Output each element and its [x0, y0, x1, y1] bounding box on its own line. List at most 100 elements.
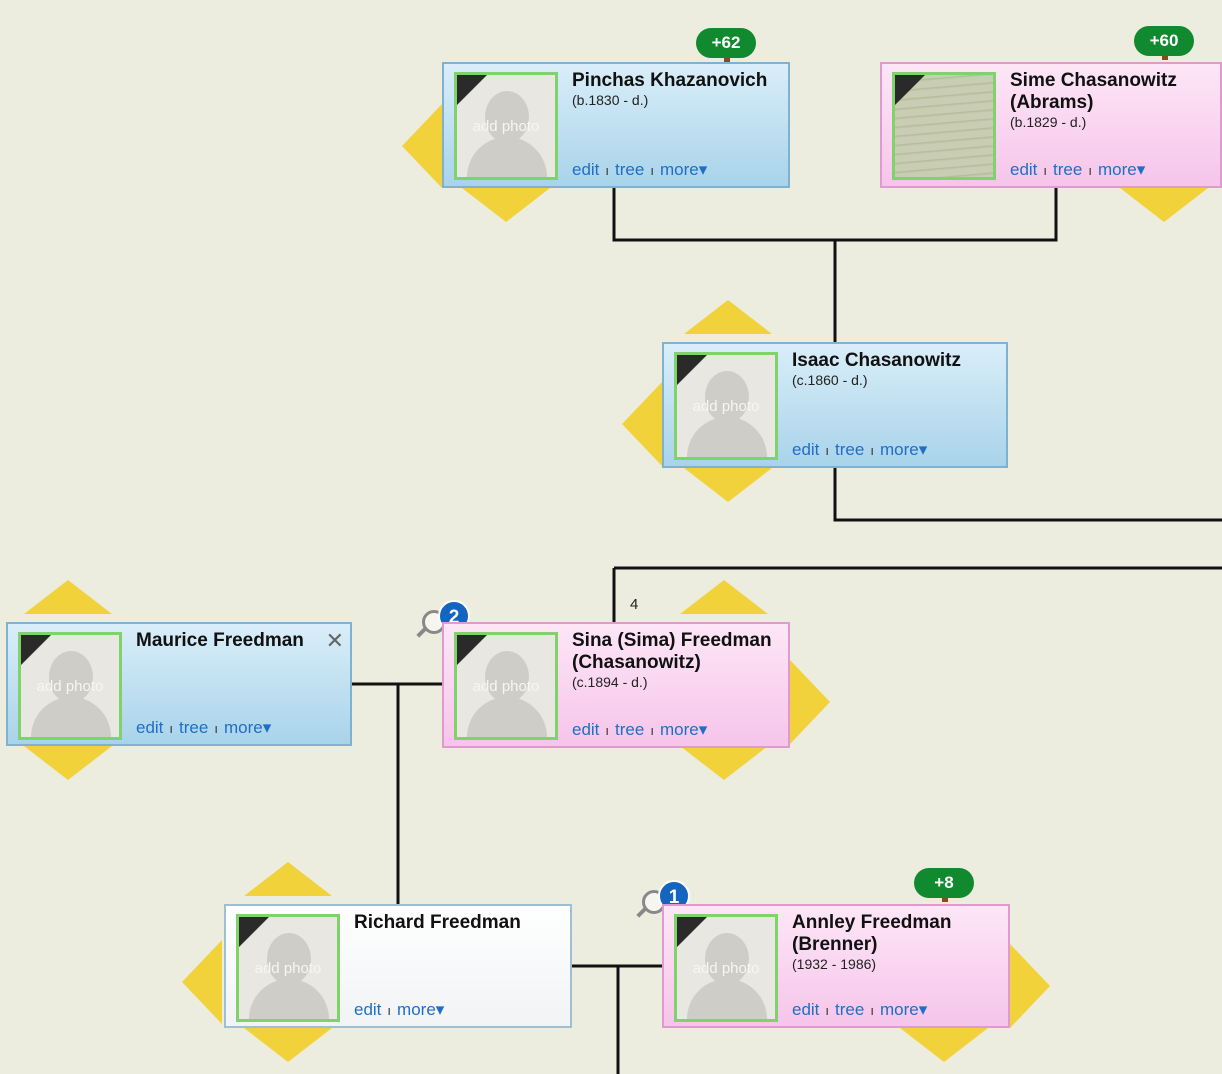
edit-link[interactable]: edit: [792, 1000, 820, 1019]
add-photo-placeholder[interactable]: add photo: [674, 914, 778, 1022]
link-separator: ı: [214, 721, 218, 736]
expand-right-arrow-icon[interactable]: [1010, 944, 1050, 1028]
add-photo-placeholder[interactable]: add photo: [18, 632, 122, 740]
chevron-down-icon: ▾: [262, 718, 272, 737]
expand-down-arrow-icon[interactable]: [462, 188, 550, 222]
chevron-down-icon: ▾: [435, 1000, 445, 1019]
more-label: more: [1097, 160, 1137, 179]
tree-bubble-icon[interactable]: +8: [914, 868, 974, 898]
person-card-sina[interactable]: add photo Sina (Sima) Freedman (Chasanow…: [442, 622, 790, 748]
silhouette-icon: [267, 933, 311, 985]
link-separator: ı: [169, 721, 174, 736]
expand-down-arrow-icon[interactable]: [244, 1028, 332, 1062]
expand-down-arrow-icon[interactable]: [1120, 188, 1208, 222]
expand-right-arrow-icon[interactable]: [790, 660, 830, 744]
add-photo-label: add photo: [472, 118, 540, 135]
edit-link[interactable]: edit: [1010, 160, 1038, 179]
person-card-pinchas[interactable]: add photo Pinchas Khazanovich(b.1830 - d…: [442, 62, 790, 188]
edit-link[interactable]: edit: [354, 1000, 382, 1019]
person-name-text: Isaac Chasanowitz: [792, 350, 961, 371]
silhouette-body: [687, 417, 767, 457]
tree-bubble-icon[interactable]: +60: [1134, 26, 1194, 56]
more-link[interactable]: more▾: [880, 440, 927, 459]
person-card-sime[interactable]: Sime Chasanowitz (Abrams)(b.1829 - d.) e…: [880, 62, 1222, 188]
link-separator: ı: [605, 163, 610, 178]
more-link[interactable]: more▾: [224, 718, 271, 737]
edit-link[interactable]: edit: [572, 720, 600, 739]
tree-link[interactable]: tree: [615, 160, 645, 179]
tree-link[interactable]: tree: [835, 440, 865, 459]
expand-up-arrow-icon[interactable]: [24, 580, 112, 614]
tree-bubble-icon[interactable]: +62: [696, 28, 756, 58]
more-link[interactable]: more▾: [1098, 160, 1145, 179]
magnifier-handle: [416, 626, 428, 638]
person-name-text: Sime Chasanowitz (Abrams): [1010, 70, 1177, 113]
add-photo-placeholder[interactable]: add photo: [674, 352, 778, 460]
expand-up-arrow-icon[interactable]: [684, 300, 772, 334]
add-photo-placeholder[interactable]: add photo: [454, 632, 558, 740]
expand-down-arrow-icon[interactable]: [900, 1028, 988, 1062]
deceased-ribbon-icon: [21, 635, 51, 665]
tree-link[interactable]: tree: [179, 718, 209, 737]
edit-link[interactable]: edit: [136, 718, 164, 737]
expand-down-arrow-icon[interactable]: [24, 746, 112, 780]
link-separator: ı: [870, 1003, 874, 1018]
person-card-annley[interactable]: add photo Annley Freedman (Brenner)(1932…: [662, 904, 1010, 1028]
more-link[interactable]: more▾: [660, 160, 707, 179]
person-name: Isaac Chasanowitz(c.1860 - d.): [792, 350, 998, 388]
expand-left-arrow-icon[interactable]: [622, 382, 662, 466]
chevron-down-icon: ▾: [698, 720, 708, 739]
silhouette-icon: [705, 933, 749, 985]
more-link[interactable]: more▾: [660, 720, 707, 739]
person-dates: (b.1830 - d.): [572, 92, 649, 108]
expand-up-arrow-icon[interactable]: [244, 862, 332, 896]
add-photo-label: add photo: [472, 678, 540, 695]
person-name: Annley Freedman (Brenner)(1932 - 1986): [792, 912, 1000, 972]
close-icon[interactable]: ✕: [325, 628, 344, 653]
add-photo-label: add photo: [36, 678, 104, 695]
expand-up-arrow-icon[interactable]: [680, 580, 768, 614]
tree-link[interactable]: tree: [1053, 160, 1083, 179]
expand-left-arrow-icon[interactable]: [402, 104, 442, 188]
silhouette-body: [467, 137, 547, 177]
silhouette-body: [467, 697, 547, 737]
more-label: more: [879, 440, 919, 459]
add-photo-placeholder[interactable]: add photo: [454, 72, 558, 180]
link-separator: ı: [825, 1003, 830, 1018]
deceased-ribbon-icon: [895, 75, 925, 105]
link-separator: ı: [870, 443, 874, 458]
more-link[interactable]: more▾: [397, 1000, 444, 1019]
silhouette-icon: [485, 651, 529, 703]
more-label: more: [223, 718, 263, 737]
tree-link[interactable]: tree: [615, 720, 645, 739]
tree-link[interactable]: tree: [835, 1000, 865, 1019]
more-link[interactable]: more▾: [880, 1000, 927, 1019]
person-card-isaac[interactable]: add photo Isaac Chasanowitz(c.1860 - d.)…: [662, 342, 1008, 468]
person-dates: (c.1860 - d.): [792, 372, 868, 388]
link-separator: ı: [605, 723, 610, 738]
person-name-text: Sina (Sima) Freedman (Chasanowitz): [572, 630, 772, 673]
tree-bubble-stem: [724, 54, 730, 62]
edit-link[interactable]: edit: [792, 440, 820, 459]
expand-down-arrow-icon[interactable]: [684, 468, 772, 502]
chevron-down-icon: ▾: [698, 160, 708, 179]
expand-left-arrow-icon[interactable]: [182, 940, 222, 1024]
add-photo-label: add photo: [254, 960, 322, 977]
edit-link[interactable]: edit: [572, 160, 600, 179]
more-label: more: [659, 720, 699, 739]
document-photo[interactable]: [892, 72, 996, 180]
expand-down-arrow-icon[interactable]: [680, 746, 768, 780]
add-photo-placeholder[interactable]: add photo: [236, 914, 340, 1022]
silhouette-body: [687, 979, 767, 1019]
deceased-ribbon-icon: [457, 635, 487, 665]
person-name: Richard Freedman: [354, 912, 562, 934]
generation-count: 4: [630, 596, 639, 613]
person-name: Pinchas Khazanovich(b.1830 - d.): [572, 70, 780, 108]
